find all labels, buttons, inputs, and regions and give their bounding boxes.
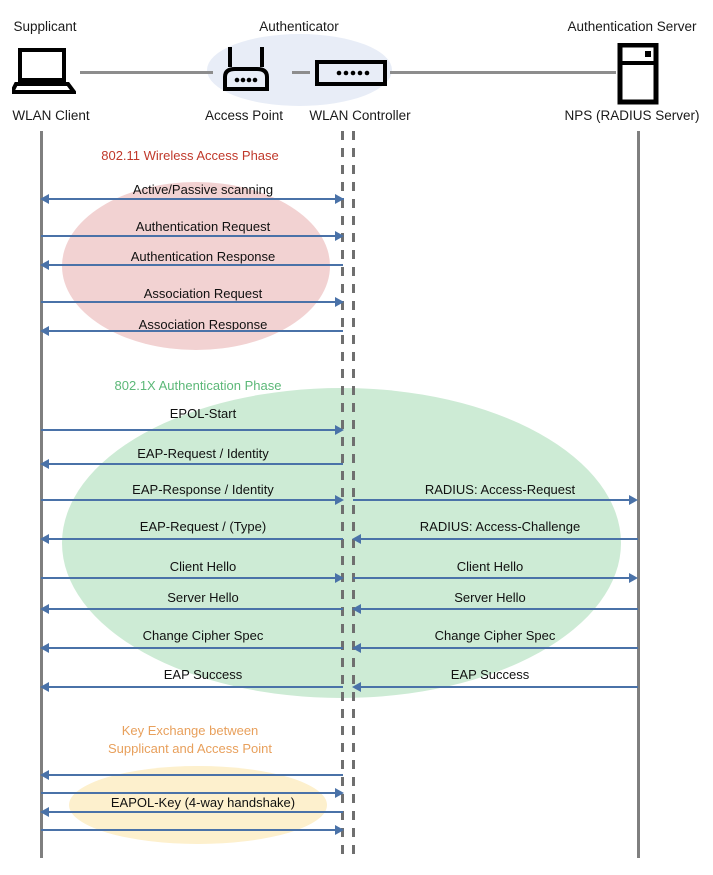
laptop-icon: [8, 48, 78, 94]
msg-label-left-12: EAP Success: [163, 667, 243, 682]
phase-caption-8021x: 802.1X Authentication Phase: [114, 378, 282, 393]
node-label-wlan-controller: WLAN Controller: [309, 108, 411, 123]
wire-client-to-ap: [80, 71, 213, 74]
msg-label-right-1: RADIUS: Access-Challenge: [419, 519, 581, 534]
msg-label-left-4: Association Response: [138, 317, 268, 332]
msg-arrow-key-3-end: [335, 825, 344, 835]
role-title-supplicant: Supplicant: [13, 19, 77, 34]
msg-arrow-right-4-start: [352, 643, 361, 653]
msg-label-left-11: Change Cipher Spec: [142, 628, 264, 643]
msg-line-right-4: [360, 647, 638, 649]
msg-label-left-6: EAP-Request / Identity: [137, 446, 269, 461]
node-label-access-point: Access Point: [204, 108, 284, 123]
msg-label-right-4: Change Cipher Spec: [434, 628, 556, 643]
msg-arrow-key-0-start: [40, 770, 49, 780]
msg-arrow-key-2-start: [40, 807, 49, 817]
phase-caption-80211: 802.11 Wireless Access Phase: [101, 148, 279, 163]
msg-line-right-1: [360, 538, 638, 540]
msg-arrow-left-5-end: [335, 425, 344, 435]
role-title-auth-server: Authentication Server: [567, 19, 697, 34]
msg-arrow-key-1-end: [335, 788, 344, 798]
msg-label-left-1: Authentication Request: [135, 219, 271, 234]
server-icon: [617, 42, 659, 105]
lifeline-authenticator-b: [352, 131, 355, 858]
lifeline-supplicant: [40, 131, 43, 858]
msg-line-right-2: [353, 577, 630, 579]
phase-caption-key-line1: Key Exchange between: [121, 723, 259, 738]
msg-line-key-1: [41, 792, 342, 794]
msg-label-right-5: EAP Success: [450, 667, 530, 682]
msg-arrow-left-0-end: [335, 194, 344, 204]
msg-label-key-exchange: EAPOL-Key (4-way handshake): [110, 795, 296, 810]
msg-line-left-6: [49, 463, 343, 465]
msg-line-left-3: [41, 301, 342, 303]
msg-arrow-left-9-end: [335, 573, 344, 583]
msg-label-left-5: EPOL-Start: [169, 406, 237, 421]
msg-line-left-2: [49, 264, 343, 266]
node-label-wlan-client: WLAN Client: [12, 108, 90, 123]
msg-arrow-right-3-start: [352, 604, 361, 614]
msg-arrow-right-0-end: [629, 495, 638, 505]
msg-arrow-left-11-start: [40, 643, 49, 653]
msg-arrow-left-12-start: [40, 682, 49, 692]
msg-label-left-2: Authentication Response: [130, 249, 276, 264]
msg-arrow-left-4-start: [40, 326, 49, 336]
msg-line-left-10: [49, 608, 343, 610]
lifeline-authenticator-a: [341, 131, 344, 858]
msg-line-left-8: [49, 538, 343, 540]
msg-line-key-0: [49, 774, 343, 776]
msg-label-left-7: EAP-Response / Identity: [132, 482, 274, 497]
wire-controller-to-nps: [390, 71, 616, 74]
msg-arrow-right-1-start: [352, 534, 361, 544]
role-title-authenticator: Authenticator: [259, 19, 339, 34]
msg-line-right-3: [360, 608, 638, 610]
msg-arrow-left-2-start: [40, 260, 49, 270]
msg-arrow-left-10-start: [40, 604, 49, 614]
phase-caption-key-line2: Supplicant and Access Point: [107, 741, 273, 756]
msg-label-right-0: RADIUS: Access-Request: [424, 482, 576, 497]
msg-label-left-3: Association Request: [143, 286, 263, 301]
msg-label-right-3: Server Hello: [454, 590, 526, 605]
access-point-icon: [215, 45, 277, 95]
msg-arrow-right-5-start: [352, 682, 361, 692]
msg-arrow-left-1-end: [335, 231, 344, 241]
msg-line-left-0: [49, 198, 344, 200]
wire-ap-to-controller: [292, 71, 310, 74]
msg-label-left-9: Client Hello: [169, 559, 237, 574]
msg-label-left-8: EAP-Request / (Type): [139, 519, 267, 534]
msg-line-left-11: [49, 647, 343, 649]
msg-arrow-right-2-end: [629, 573, 638, 583]
msg-arrow-left-0-start: [40, 194, 49, 204]
msg-line-key-2: [49, 811, 343, 813]
msg-line-left-5: [41, 429, 342, 431]
msg-line-key-3: [41, 829, 342, 831]
msg-line-left-4: [49, 330, 343, 332]
lifeline-auth-server: [637, 131, 640, 858]
msg-arrow-left-7-end: [335, 495, 344, 505]
msg-line-left-1: [41, 235, 342, 237]
msg-arrow-left-8-start: [40, 534, 49, 544]
msg-line-left-12: [49, 686, 343, 688]
phase-ellipse-key-exchange: [69, 766, 327, 844]
phase-ellipse-80211: [62, 182, 330, 350]
msg-label-left-0: Active/Passive scanning: [132, 182, 274, 197]
msg-arrow-left-6-start: [40, 459, 49, 469]
msg-line-right-5: [360, 686, 638, 688]
phase-caption-key-exchange: Key Exchange between Supplicant and Acce…: [108, 722, 272, 758]
msg-label-left-10: Server Hello: [167, 590, 239, 605]
msg-line-left-9: [41, 577, 342, 579]
msg-label-right-2: Client Hello: [456, 559, 524, 574]
msg-arrow-left-3-end: [335, 297, 344, 307]
msg-line-right-0: [353, 499, 630, 501]
node-label-nps: NPS (RADIUS Server): [564, 108, 700, 123]
msg-line-left-7: [41, 499, 342, 501]
wlan-controller-icon: [315, 60, 387, 86]
